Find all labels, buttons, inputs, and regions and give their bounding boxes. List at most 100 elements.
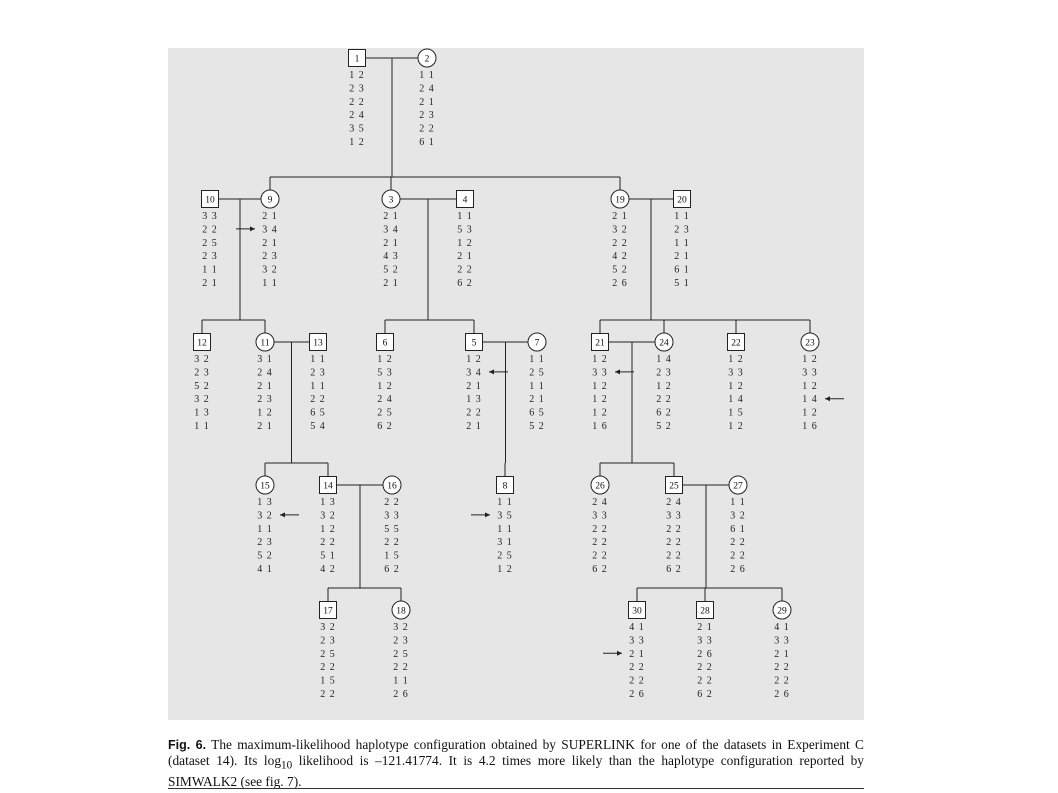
haplotype-line: 3 3 <box>774 635 790 646</box>
individual-14: 141 33 21 22 25 14 2 <box>319 476 337 575</box>
haplotype-line: 4 1 <box>774 622 790 633</box>
haplotype-line: 6 1 <box>730 524 746 535</box>
haplotype-line: 6 5 <box>529 408 545 419</box>
haplotype-line: 2 2 <box>666 551 682 562</box>
individual-9: 92 13 42 12 33 21 1 <box>260 189 280 289</box>
haplotype-line: 3 1 <box>497 537 513 548</box>
individual-10: 103 32 22 52 31 12 1 <box>201 190 219 289</box>
individual-5: 51 23 42 11 32 22 1 <box>465 333 483 432</box>
haplotype-line: 3 2 <box>393 622 409 633</box>
individual-12: 123 22 35 23 21 31 1 <box>193 333 211 432</box>
haplotype-line: 3 4 <box>466 367 482 378</box>
individual-id-label: 16 <box>387 482 397 492</box>
male-square-icon <box>628 601 646 619</box>
female-circle-icon <box>255 332 275 352</box>
haplotype-line: 1 2 <box>802 381 818 392</box>
haplotype-line: 3 4 <box>262 224 278 235</box>
female-circle-icon <box>527 332 547 352</box>
female-circle-icon <box>260 189 280 209</box>
haplotype-line: 1 1 <box>393 676 409 687</box>
haplotype-line: 2 4 <box>377 394 393 405</box>
haplotype-line: 2 2 <box>349 97 365 108</box>
haplotype-line: 3 3 <box>728 367 744 378</box>
arrow-marker-icon <box>615 369 634 375</box>
haplotype-line: 5 4 <box>310 421 326 432</box>
haplotype-line: 3 3 <box>666 510 682 521</box>
female-circle-icon <box>800 332 820 352</box>
haplotype-line: 6 2 <box>377 421 393 432</box>
haplotype-line: 1 4 <box>656 354 672 365</box>
haplotype-line: 3 2 <box>194 394 210 405</box>
haplotype-line: 2 2 <box>629 662 645 673</box>
individual-id-label: 23 <box>805 339 815 349</box>
haplotype-line: 5 2 <box>383 265 399 276</box>
haplotype-line: 2 2 <box>466 408 482 419</box>
haplotype-line: 2 2 <box>310 394 326 405</box>
haplotype-line: 3 3 <box>592 510 608 521</box>
individual-4: 41 15 31 22 12 26 2 <box>456 190 474 289</box>
haplotype-line: 2 3 <box>257 394 273 405</box>
haplotype-line: 2 2 <box>592 537 608 548</box>
individual-id-label: 9 <box>268 196 273 206</box>
haplotype-line: 2 3 <box>310 367 326 378</box>
haplotype-line: 2 4 <box>592 497 608 508</box>
haplotype-line: 1 1 <box>497 524 513 535</box>
haplotype-line: 2 1 <box>257 421 273 432</box>
haplotype-line: 2 2 <box>774 676 790 687</box>
male-square-icon <box>465 333 483 351</box>
female-circle-icon <box>654 332 674 352</box>
individual-id-label: 2 <box>425 55 430 65</box>
haplotype-line: 2 5 <box>497 551 513 562</box>
haplotype-line: 1 3 <box>194 408 210 419</box>
haplotype-line: 2 4 <box>257 367 273 378</box>
individual-1: 11 22 32 22 43 51 2 <box>348 49 366 148</box>
individual-id-label: 28 <box>700 607 710 617</box>
haplotype-line: 2 1 <box>383 238 399 249</box>
haplotype-line: 3 5 <box>349 124 365 135</box>
haplotype-line: 2 2 <box>697 662 713 673</box>
individual-id-label: 1 <box>355 55 360 65</box>
haplotype-line: 2 1 <box>774 649 790 660</box>
haplotype-line: 3 3 <box>802 367 818 378</box>
haplotype-line: 2 1 <box>529 394 545 405</box>
individual-22: 221 23 31 21 41 51 2 <box>727 333 745 432</box>
arrow-marker-icon <box>471 512 490 518</box>
male-square-icon <box>496 476 514 494</box>
individual-id-label: 27 <box>733 482 743 492</box>
haplotype-line: 3 2 <box>320 622 336 633</box>
haplotype-line: 6 1 <box>674 265 690 276</box>
caption-subscript: 10 <box>281 759 293 772</box>
pedigree-diagram: 1 1 2 2 3 2 2 2 4 3 5 1 2 2 1 1 2 4 2 1 2 3 2 2 6 1 10… <box>193 48 844 700</box>
individual-id-label: 12 <box>197 339 207 349</box>
haplotype-line: 3 4 <box>383 224 399 235</box>
individual-19: 192 13 22 24 25 22 6 <box>610 189 630 289</box>
female-circle-icon <box>417 48 437 68</box>
haplotype-line: 2 1 <box>383 278 399 289</box>
individual-6: 61 25 31 22 42 56 2 <box>376 333 394 432</box>
haplotype-line: 1 2 <box>592 394 608 405</box>
individual-id-label: 29 <box>777 607 787 617</box>
individual-id-label: 11 <box>260 339 269 349</box>
haplotype-line: 2 3 <box>419 110 435 121</box>
male-square-icon <box>193 333 211 351</box>
haplotype-line: 1 2 <box>320 524 336 535</box>
haplotype-line: 2 4 <box>666 497 682 508</box>
haplotype-line: 2 6 <box>697 649 713 660</box>
haplotype-line: 1 2 <box>728 381 744 392</box>
haplotype-line: 2 6 <box>612 278 628 289</box>
individual-id-label: 3 <box>389 196 394 206</box>
haplotype-line: 2 2 <box>730 551 746 562</box>
haplotype-line: 4 2 <box>612 251 628 262</box>
haplotype-line: 2 2 <box>393 662 409 673</box>
haplotype-line: 1 2 <box>257 408 273 419</box>
female-circle-icon <box>382 475 402 495</box>
individual-id-label: 14 <box>323 482 333 492</box>
haplotype-line: 1 2 <box>728 421 744 432</box>
female-circle-icon <box>772 600 792 620</box>
haplotype-line: 1 5 <box>320 676 336 687</box>
haplotype-line: 1 2 <box>349 70 365 81</box>
haplotype-line: 3 2 <box>194 354 210 365</box>
individual-16: 162 23 35 52 21 56 2 <box>382 475 402 575</box>
individual-2: 21 12 42 12 32 26 1 <box>417 48 437 148</box>
individual-id-label: 6 <box>383 339 388 349</box>
